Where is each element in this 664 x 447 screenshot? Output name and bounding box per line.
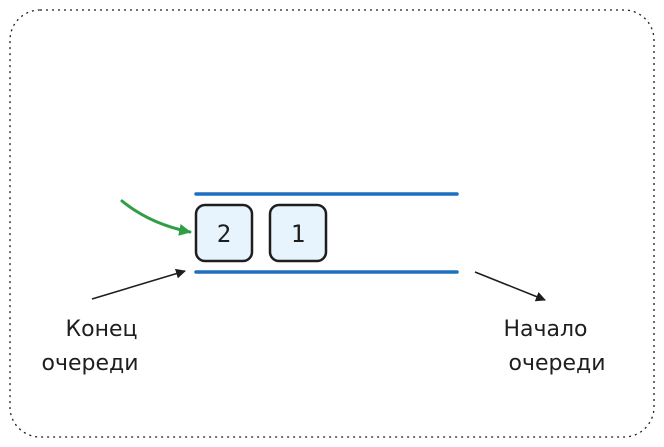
arrow-up-right-icon [91, 268, 186, 300]
queue-node-box [194, 203, 254, 263]
tail-label-line: очереди [41, 351, 138, 376]
head-label: Начало очереди [503, 317, 605, 376]
tail-label-line: Конец [66, 317, 138, 342]
queue-node-label: 1 [291, 220, 305, 248]
head-label-line: Начало [503, 317, 587, 342]
queue-node-box [268, 203, 328, 263]
arrow-curved-right-icon [120, 199, 192, 236]
tail-label: Конец очереди [41, 317, 144, 376]
head-label-line: очереди [508, 351, 605, 376]
queue-node: 1 [268, 203, 328, 263]
queue-node-label: 2 [217, 220, 231, 248]
arrow-down-right-icon [474, 271, 546, 302]
queue-node: 2 [194, 203, 254, 263]
